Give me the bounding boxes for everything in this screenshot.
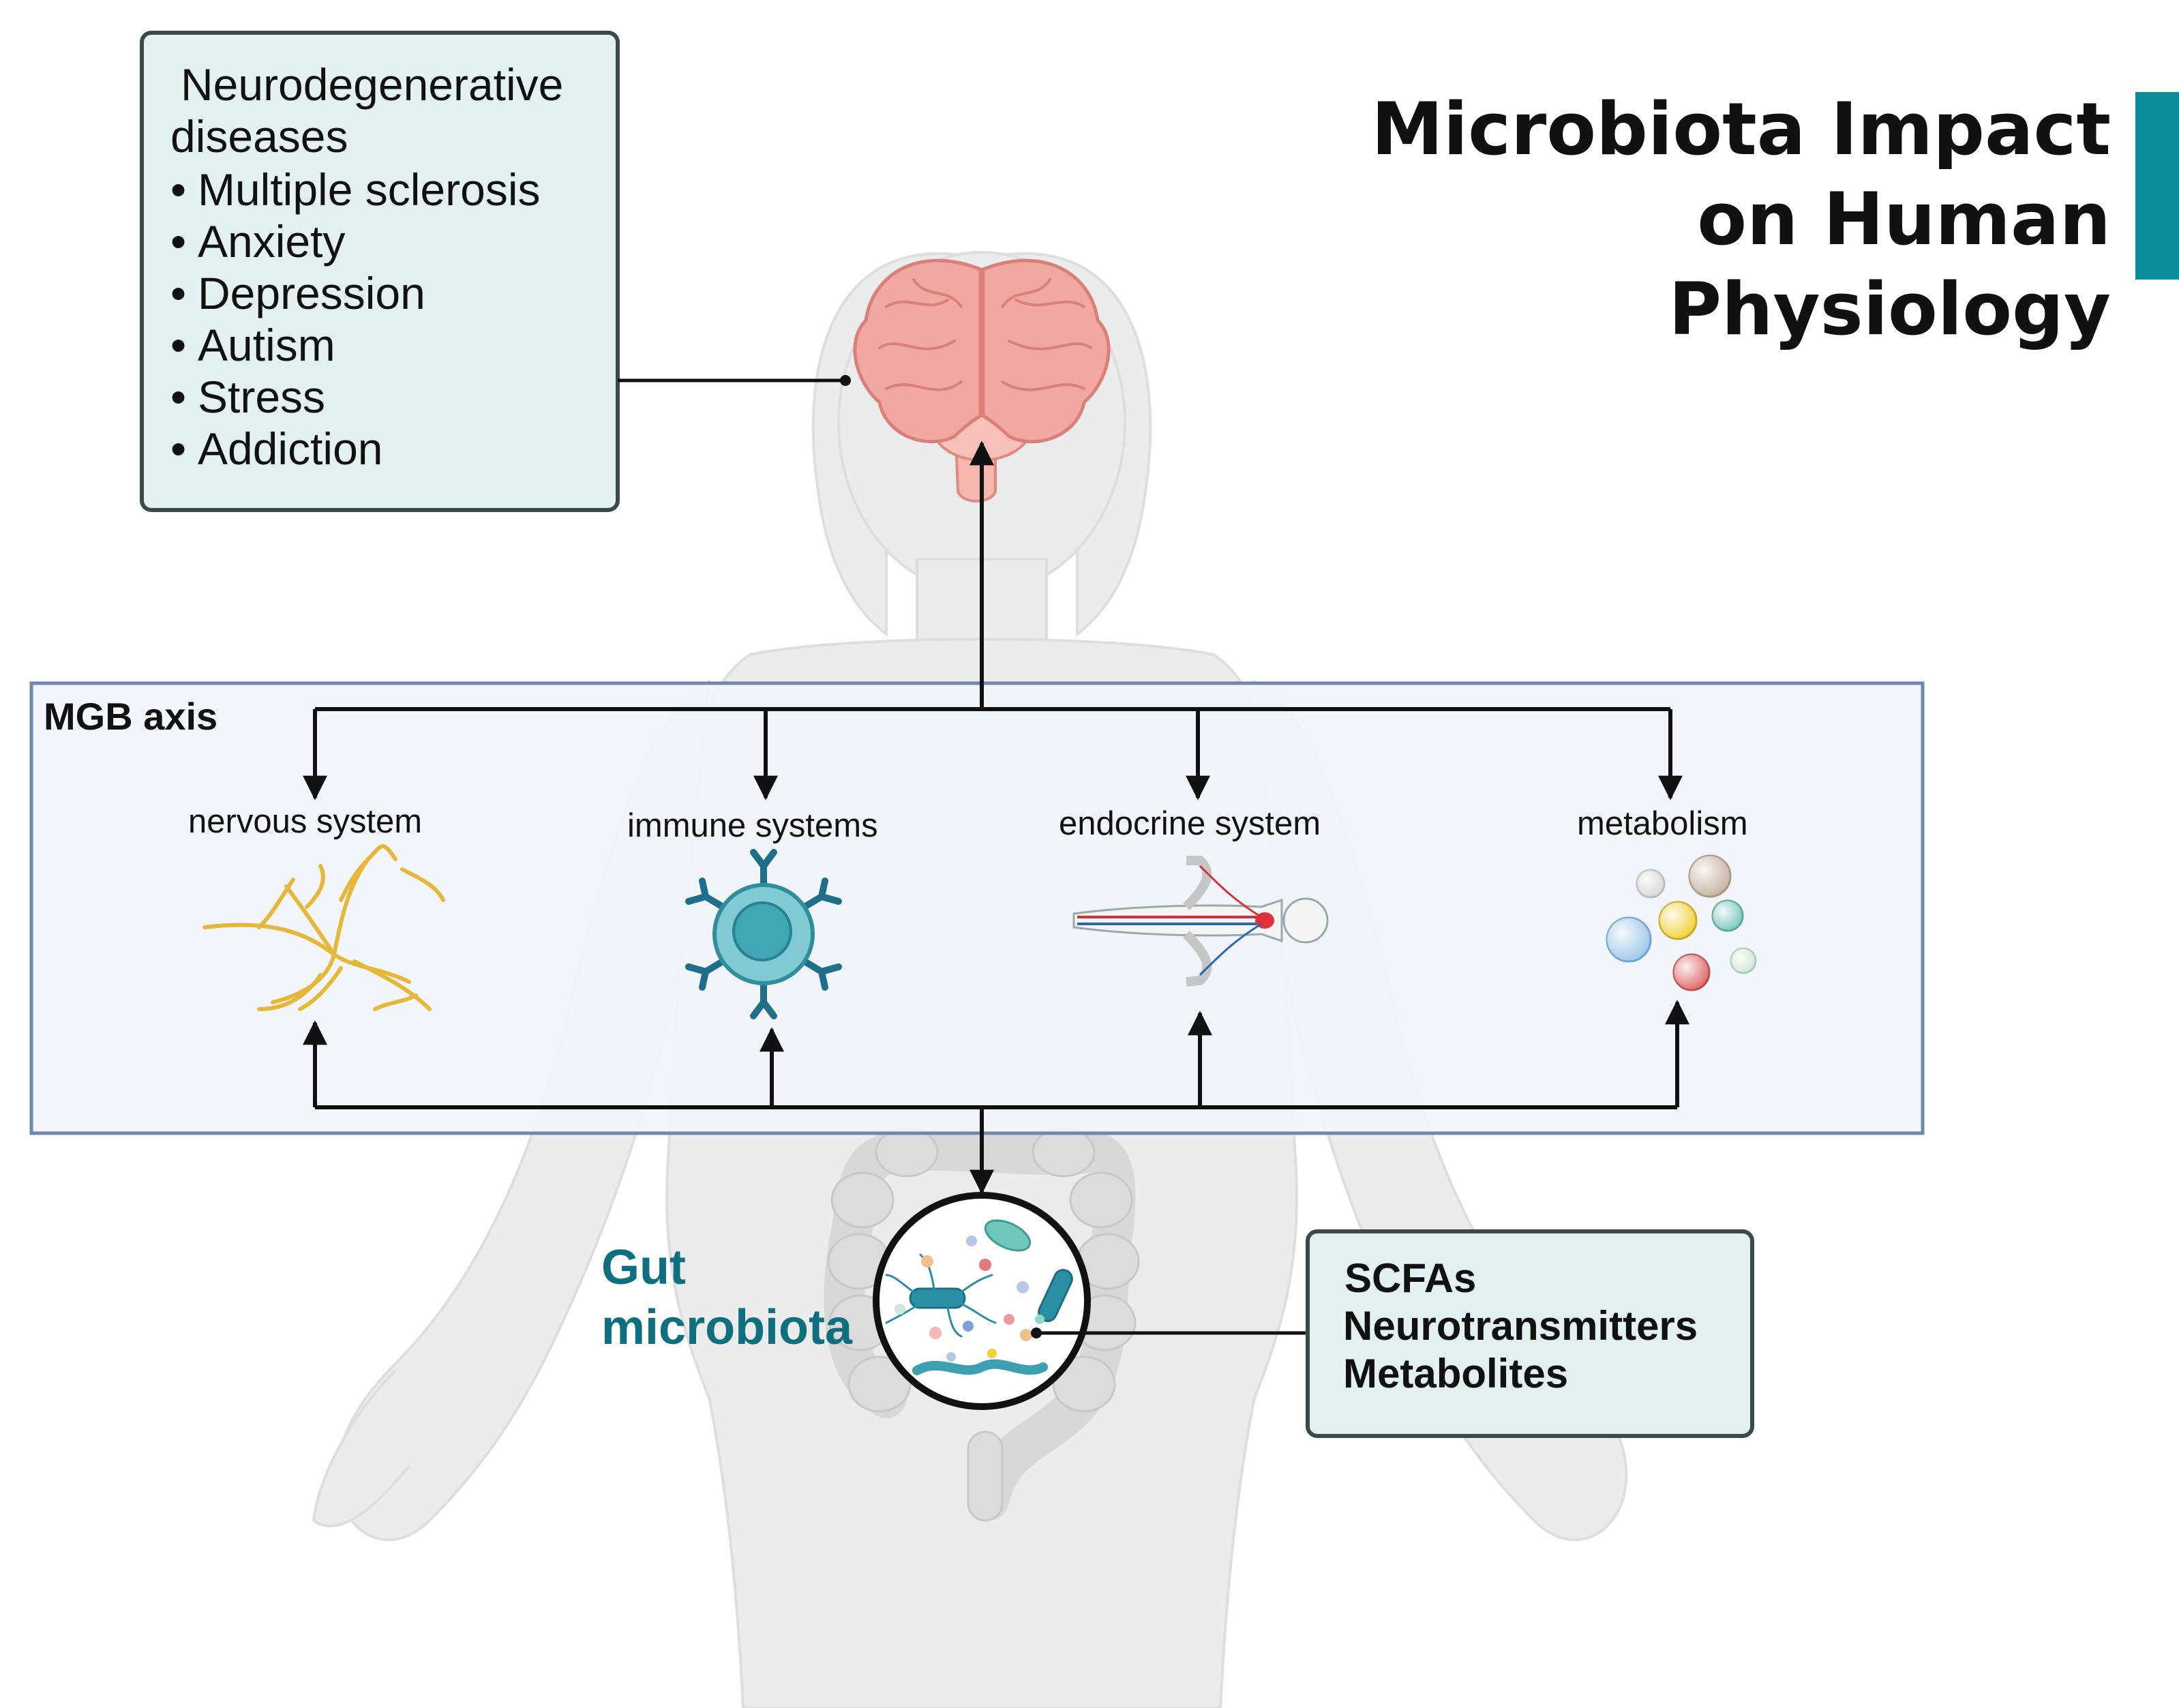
circulatory-body-icon bbox=[1072, 856, 1329, 987]
disease-list-item: •Anxiety bbox=[170, 215, 540, 267]
immune-cell-icon bbox=[685, 849, 842, 1019]
system-label-metabolism: metabolism bbox=[1577, 805, 1748, 842]
axis-arrows bbox=[303, 440, 1689, 1195]
metabolite-spheres-icon bbox=[1606, 854, 1757, 991]
microbiota-circle-icon bbox=[873, 1192, 1091, 1410]
disease-list-item: •Addiction bbox=[170, 423, 540, 475]
disease-list-item: •Stress bbox=[170, 371, 540, 423]
brain-icon bbox=[853, 258, 1111, 503]
bullet-icon: • bbox=[170, 372, 187, 422]
disease-item-label: Addiction bbox=[198, 423, 383, 474]
disease-heading-line-1: Neurodegenerative bbox=[181, 59, 564, 110]
system-label-nervous: nervous system bbox=[188, 803, 423, 840]
gut-label-line-1: Gut bbox=[601, 1240, 686, 1295]
bullet-icon: • bbox=[170, 268, 187, 318]
disease-item-label: Autism bbox=[198, 320, 335, 370]
title-line-3: Physiology bbox=[1668, 267, 2111, 351]
disease-item-label: Anxiety bbox=[198, 216, 346, 267]
title-line-1: Microbiota Impact bbox=[1371, 87, 2111, 171]
system-label-endocrine: endocrine system bbox=[1059, 805, 1321, 842]
output-item-scfas: SCFAs bbox=[1344, 1255, 1477, 1301]
disease-list-item: •Multiple sclerosis bbox=[170, 164, 540, 215]
title-line-2: on Human bbox=[1697, 177, 2111, 261]
title-accent-bar bbox=[2135, 92, 2179, 280]
disease-box bbox=[140, 31, 620, 512]
bullet-icon: • bbox=[170, 216, 187, 267]
disease-item-label: Stress bbox=[198, 372, 326, 422]
disease-item-label: Depression bbox=[198, 268, 425, 318]
disease-list: •Multiple sclerosis•Anxiety•Depression•A… bbox=[170, 164, 540, 475]
bullet-icon: • bbox=[170, 423, 187, 474]
output-item-metabolites: Metabolites bbox=[1343, 1351, 1569, 1396]
disease-item-label: Multiple sclerosis bbox=[198, 164, 541, 215]
disease-heading-line-2: diseases bbox=[170, 111, 348, 162]
outputs-box bbox=[1306, 1229, 1754, 1438]
bullet-icon: • bbox=[170, 320, 187, 370]
neuron-icon bbox=[202, 844, 445, 1011]
disease-list-item: •Depression bbox=[170, 267, 540, 319]
bullet-icon: • bbox=[170, 164, 187, 215]
gut-label-line-2: microbiota bbox=[601, 1300, 853, 1355]
disease-list-item: •Autism bbox=[170, 319, 540, 371]
system-label-immune: immune systems bbox=[627, 807, 878, 844]
output-item-neurotransmitters: Neurotransmitters bbox=[1343, 1303, 1698, 1349]
mgb-axis-label: MGB axis bbox=[44, 695, 218, 738]
